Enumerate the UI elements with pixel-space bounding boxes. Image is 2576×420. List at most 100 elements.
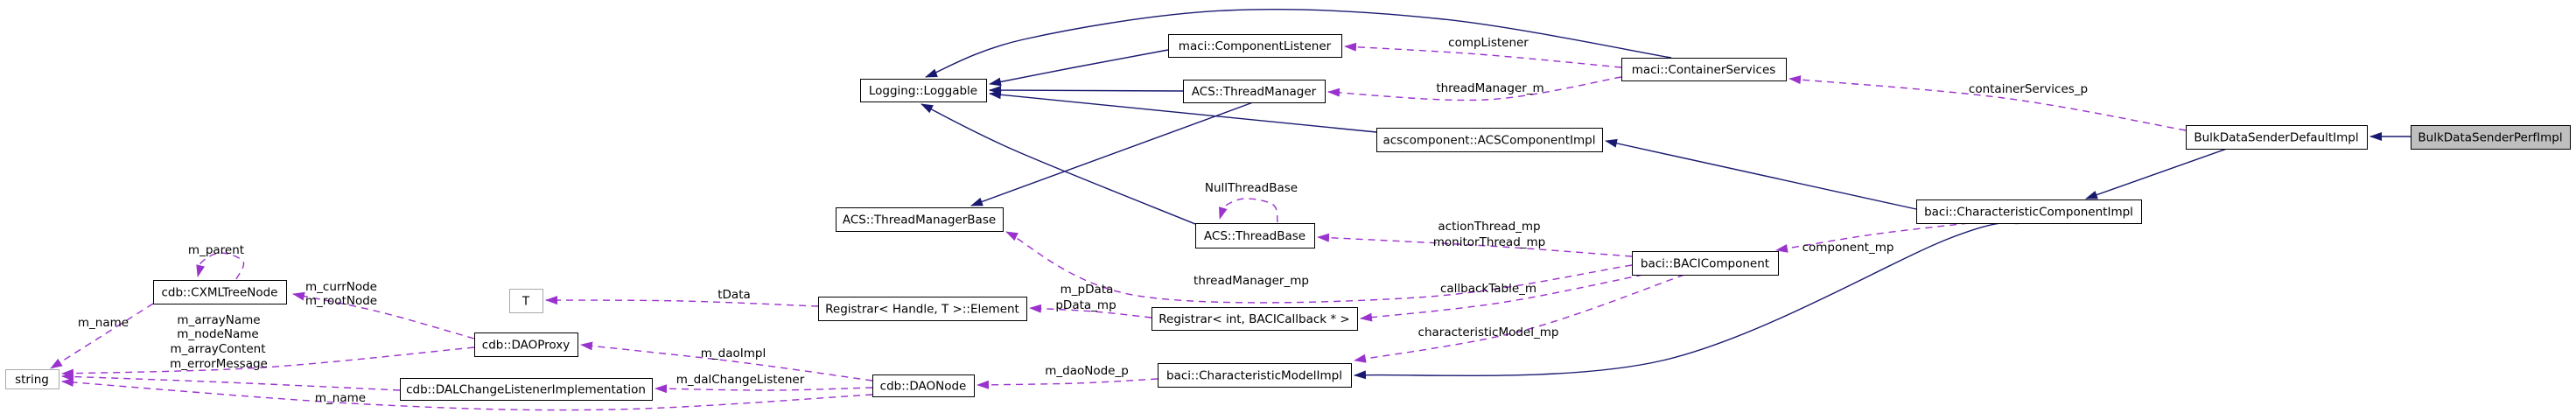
edge-char_comp_impl-acs_component_impl bbox=[1605, 138, 1917, 210]
edge-label-threadManager_m: threadManager_m bbox=[1436, 81, 1544, 95]
edge-label-m_pData: m_pData bbox=[1060, 283, 1114, 297]
edge-baci_component-char_model_impl bbox=[1354, 274, 1685, 363]
node-box-cxml_tree_node bbox=[153, 280, 287, 304]
node-box-char_model_impl bbox=[1158, 363, 1352, 388]
edge-label-m_daoImpl: m_daoImpl bbox=[701, 346, 766, 360]
node-acs_component_impl[interactable]: acscomponent::ACSComponentImpl bbox=[1376, 128, 1603, 152]
node-label-thread_manager: ACS::ThreadManager bbox=[1192, 85, 1317, 99]
node-box-dao_node bbox=[872, 374, 975, 397]
node-registrar_int[interactable]: Registrar< int, BACICallback * > bbox=[1152, 307, 1358, 331]
node-box-baci_component bbox=[1632, 251, 1779, 276]
node-dao_node[interactable]: cdb::DAONode bbox=[872, 374, 975, 397]
node-dao_proxy[interactable]: cdb::DAOProxy bbox=[474, 332, 578, 357]
node-label-baci_component: baci::BACIComponent bbox=[1641, 257, 1769, 271]
node-label-dao_node: cdb::DAONode bbox=[880, 380, 967, 394]
edge-label-compListener: compListener bbox=[1448, 36, 1529, 50]
node-thread_base[interactable]: ACS::ThreadBase bbox=[1195, 223, 1315, 248]
edge-label-m_dalChangeListener: m_dalChangeListener bbox=[676, 373, 805, 387]
edge-label-m_currNode: m_currNode bbox=[305, 280, 377, 294]
edge-label-m_arrayName: m_arrayName bbox=[177, 313, 260, 327]
node-label-comp_listener: maci::ComponentListener bbox=[1179, 39, 1332, 53]
node-registrar_element[interactable]: Registrar< Handle, T >::Element bbox=[818, 297, 1027, 321]
edge-thread_base-loggable bbox=[920, 103, 1196, 225]
edge-dal_change_listener-string bbox=[61, 372, 401, 391]
edge-dao_proxy-string bbox=[61, 346, 475, 378]
node-label-registrar_element: Registrar< Handle, T >::Element bbox=[825, 303, 1019, 317]
edge-baci_component-thread_manager_base bbox=[1005, 231, 1633, 304]
edge-label-characteristicModel_mp: characteristicModel_mp bbox=[1418, 326, 1559, 340]
node-char_comp_impl[interactable]: baci::CharacteristicComponentImpl bbox=[1916, 200, 2142, 224]
node-thread_manager[interactable]: ACS::ThreadManager bbox=[1183, 80, 1326, 103]
edge-label-m_errorMessage: m_errorMessage bbox=[170, 357, 268, 371]
node-label-bulk_default: BulkDataSenderDefaultImpl bbox=[2194, 131, 2358, 145]
node-label-t: T bbox=[522, 295, 530, 309]
node-box-t bbox=[509, 289, 543, 313]
edge-label-containerServices_p: containerServices_p bbox=[1969, 82, 2088, 96]
node-box-bulk_perf bbox=[2411, 125, 2571, 150]
node-label-container_services: maci::ContainerServices bbox=[1632, 63, 1776, 77]
node-t: T bbox=[509, 289, 543, 313]
node-string: string bbox=[5, 369, 60, 389]
edge-dao_node-dal_change_listener bbox=[654, 384, 873, 394]
node-box-bulk_default bbox=[2186, 125, 2368, 150]
edge-label-NullThreadBase: NullThreadBase bbox=[1205, 181, 1298, 195]
edge-label-m_parent: m_parent bbox=[188, 243, 244, 257]
node-label-loggable: Logging::Loggable bbox=[869, 84, 977, 98]
edge-thread_manager-loggable bbox=[989, 86, 1184, 95]
edge-label-m_daoNode_p: m_daoNode_p bbox=[1045, 364, 1129, 378]
edge-label-m_nodeName: m_nodeName bbox=[177, 327, 258, 341]
node-bulk_default[interactable]: BulkDataSenderDefaultImpl bbox=[2186, 125, 2368, 150]
edge-thread_manager-thread_manager_base bbox=[970, 102, 1254, 206]
edge-label-m_rootNode: m_rootNode bbox=[305, 294, 377, 308]
node-label-thread_base: ACS::ThreadBase bbox=[1204, 229, 1306, 243]
node-box-dal_change_listener bbox=[400, 378, 653, 401]
edge-comp_listener-loggable bbox=[989, 49, 1169, 87]
edge-container_services-thread_manager bbox=[1327, 76, 1622, 102]
node-bulk_perf: BulkDataSenderPerfImpl bbox=[2411, 125, 2571, 150]
node-box-acs_component_impl bbox=[1376, 128, 1603, 152]
edge-registrar_element-t bbox=[545, 296, 819, 307]
edge-label-m_arrayContent: m_arrayContent bbox=[171, 342, 266, 356]
edge-dao_proxy-cxml_tree_node bbox=[292, 291, 475, 340]
edge-label-m_name: m_name bbox=[78, 316, 129, 330]
edge-char_comp_impl-char_model_impl bbox=[1354, 221, 2022, 380]
edge-label-callbackTable_m: callbackTable_m bbox=[1440, 282, 1536, 296]
edge-container_services-comp_listener bbox=[1344, 42, 1622, 68]
edge-cxml_tree_node-cxml_tree_node bbox=[196, 252, 245, 280]
node-box-container_services bbox=[1621, 58, 1787, 81]
edge-bulk_default-char_comp_impl bbox=[2085, 148, 2228, 200]
node-box-string bbox=[5, 369, 60, 389]
edge-label-actionThread_mp: actionThread_mp bbox=[1438, 220, 1540, 234]
node-container_services[interactable]: maci::ContainerServices bbox=[1621, 58, 1787, 81]
node-char_model_impl[interactable]: baci::CharacteristicModelImpl bbox=[1158, 363, 1352, 388]
edge-label-m_name: m_name bbox=[315, 391, 366, 405]
node-label-dal_change_listener: cdb::DALChangeListenerImplementation bbox=[406, 383, 646, 397]
node-baci_component[interactable]: baci::BACIComponent bbox=[1632, 251, 1779, 276]
node-dal_change_listener[interactable]: cdb::DALChangeListenerImplementation bbox=[400, 378, 653, 401]
edge-label-monitorThread_mp: monitorThread_mp bbox=[1433, 235, 1546, 249]
node-box-thread_manager_base bbox=[836, 207, 1004, 232]
node-box-dao_proxy bbox=[474, 332, 578, 357]
node-label-thread_manager_base: ACS::ThreadManagerBase bbox=[843, 214, 996, 228]
edge-acs_component_impl-loggable bbox=[989, 90, 1377, 133]
node-label-acs_component_impl: acscomponent::ACSComponentImpl bbox=[1382, 134, 1595, 148]
node-label-char_comp_impl: baci::CharacteristicComponentImpl bbox=[1924, 206, 2133, 220]
edge-char_model_impl-dao_node bbox=[976, 378, 1158, 389]
edge-bulk_default-container_services bbox=[1788, 75, 2187, 131]
edge-label-tData: tData bbox=[718, 288, 751, 302]
edge-char_comp_impl-baci_component bbox=[1775, 222, 1970, 253]
node-comp_listener[interactable]: maci::ComponentListener bbox=[1168, 34, 1342, 58]
edge-baci_component-thread_base bbox=[1317, 233, 1633, 257]
node-thread_manager_base[interactable]: ACS::ThreadManagerBase bbox=[836, 207, 1004, 232]
node-box-thread_base bbox=[1195, 223, 1315, 248]
node-box-thread_manager bbox=[1183, 80, 1326, 103]
edge-container_services-loggable bbox=[925, 8, 1672, 78]
edge-label-component_mp: component_mp bbox=[1802, 241, 1894, 255]
node-loggable[interactable]: Logging::Loggable bbox=[860, 79, 987, 102]
node-label-registrar_int: Registrar< int, BACICallback * > bbox=[1158, 312, 1349, 326]
node-box-registrar_element bbox=[818, 297, 1027, 321]
node-label-bulk_perf: BulkDataSenderPerfImpl bbox=[2418, 131, 2562, 145]
node-cxml_tree_node[interactable]: cdb::CXMLTreeNode bbox=[153, 280, 287, 304]
